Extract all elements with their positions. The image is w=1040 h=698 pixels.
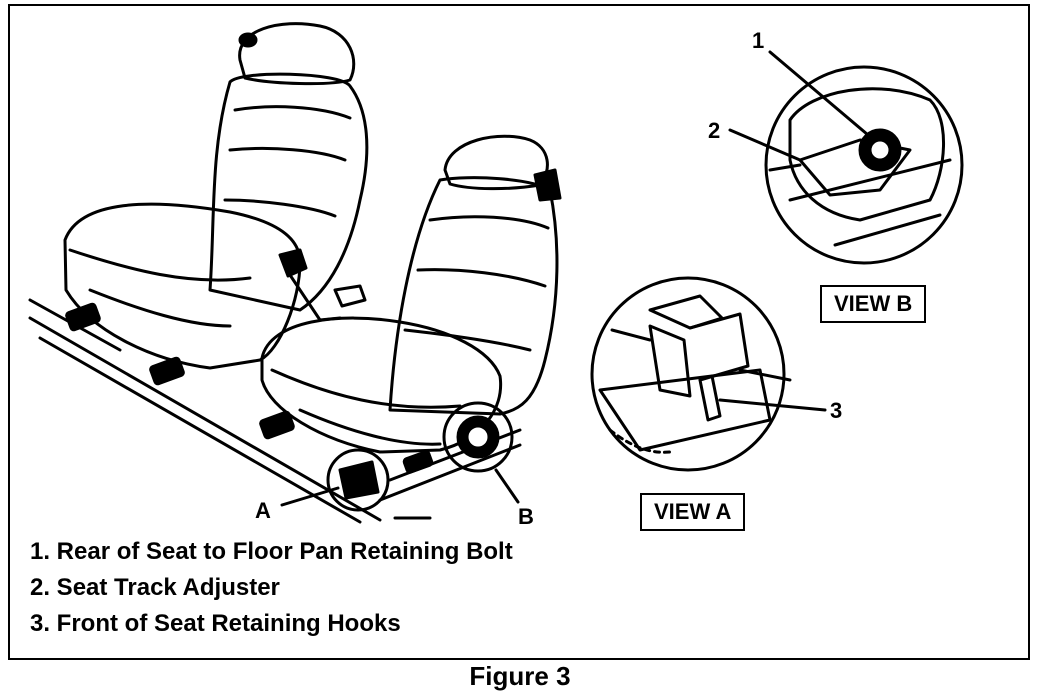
- callout-3: 3: [830, 398, 843, 423]
- leader-2: [728, 128, 802, 162]
- detail-circle-b: [442, 401, 514, 473]
- detail-circle-a: [326, 448, 390, 512]
- view-b-label: VIEW B: [820, 285, 927, 323]
- view-a-detail: [590, 276, 792, 472]
- left-seat: [63, 22, 369, 370]
- legend-item: 1. Rear of Seat to Floor Pan Retaining B…: [30, 538, 513, 565]
- legend: 1. Rear of Seat to Floor Pan Retaining B…: [30, 540, 513, 648]
- leader-b: [494, 468, 520, 504]
- figure-frame: [8, 4, 1030, 660]
- callout-2: 2: [708, 118, 721, 143]
- callout-b: B: [518, 504, 534, 529]
- leader-1: [768, 50, 876, 142]
- callout-1: 1: [752, 28, 765, 53]
- view-b-detail: [764, 65, 964, 265]
- figure-caption: Figure 3: [469, 661, 571, 691]
- legend-item: 3. Front of Seat Retaining Hooks: [30, 610, 401, 637]
- view-a-label: VIEW A: [640, 493, 746, 531]
- right-seat: [260, 134, 562, 454]
- legend-item: 2. Seat Track Adjuster: [30, 574, 280, 601]
- seat-brackets: [65, 302, 434, 474]
- leader-a: [280, 486, 340, 507]
- callout-a: A: [255, 498, 271, 523]
- leader-3: [718, 398, 827, 412]
